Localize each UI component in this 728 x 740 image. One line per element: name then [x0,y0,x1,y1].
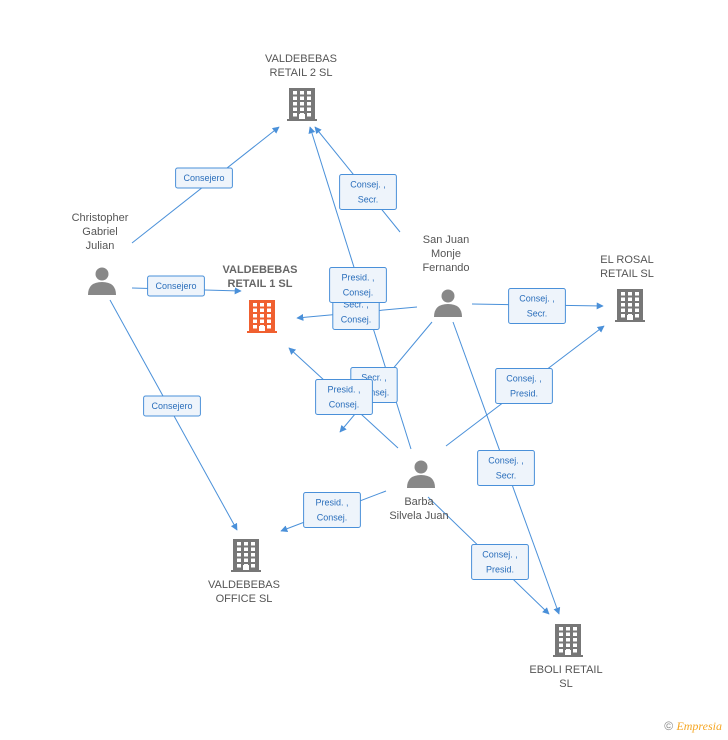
node-valdebebas2[interactable]: VALDEBEBAS RETAIL 2 SL [265,53,337,121]
node-label[interactable]: RETAIL 1 SL [228,278,293,290]
edge-label-text: Secr. [527,309,548,319]
node-label[interactable]: SL [559,678,572,690]
building-icon[interactable] [553,624,583,657]
edge-label[interactable]: Presid. , Consej. [329,267,387,303]
edge-label-text: Secr. [496,471,517,481]
edge-label[interactable]: Consej. , Presid. [471,544,529,580]
footer-brand: © Empresia [664,719,722,734]
edge-label-box[interactable] [175,167,233,189]
node-elrosal[interactable]: EL ROSAL RETAIL SL [600,254,654,322]
node-label[interactable]: VALDEBEBAS [208,579,280,591]
edge-label[interactable]: Consej. , Presid. [495,368,553,404]
node-label[interactable]: Christopher [72,212,129,224]
edge-label[interactable]: Consejero [143,395,201,417]
person-icon[interactable] [434,289,462,318]
edge-label-text: Presid. , [327,385,360,395]
edge-label[interactable]: Consejero [175,167,233,189]
node-label[interactable]: Monje [431,248,461,260]
building-icon[interactable] [287,88,317,121]
node-label[interactable]: EBOLI RETAIL [529,664,602,676]
building-icon[interactable] [247,300,277,333]
edge-label[interactable]: Presid. , Consej. [315,379,373,415]
node-label[interactable]: Julian [86,240,115,252]
node-label[interactable]: San Juan [423,234,469,246]
edge-label-text: Consej. , [482,550,518,560]
node-office[interactable]: VALDEBEBAS OFFICE SL [208,539,280,605]
edge-label-text: Consej. [359,388,390,398]
copyright-icon: © [664,719,674,733]
edge-label-box[interactable] [471,544,529,580]
node-label[interactable]: RETAIL SL [600,268,654,280]
node-label[interactable]: EL ROSAL [600,254,653,266]
edge-label-text: Consej. [329,400,360,410]
edge-label-text: Consejero [151,401,192,411]
node-label[interactable]: RETAIL 2 SL [270,67,333,79]
building-icon[interactable] [615,289,645,322]
edge-label-text: Consejero [183,173,224,183]
edge-label-text: Presid. , [341,273,374,283]
node-label[interactable]: Gabriel [82,226,117,238]
node-valdebebas1[interactable]: VALDEBEBAS RETAIL 1 SL [223,264,298,333]
node-label[interactable]: VALDEBEBAS [223,264,298,276]
node-label[interactable]: Fernando [422,262,469,274]
edge-label-text: Presid. , [315,498,348,508]
edge-label[interactable]: Consej. , Secr. [508,288,566,324]
node-label[interactable]: OFFICE SL [216,593,273,605]
edge-label-text: Consej. [343,288,374,298]
edge-label-text: Consej. , [519,294,555,304]
edge-label-text: Consej. , [488,456,524,466]
edge-label-text: Secr. [358,195,379,205]
edge-label-text: Consej. [317,513,348,523]
node-label[interactable]: Barba [404,496,434,508]
edge-label-box[interactable] [147,275,205,297]
edge-label-text: Secr. , [361,373,387,383]
building-icon[interactable] [231,539,261,572]
edge-label[interactable]: Secr. , Consej. [332,294,380,330]
edge-label-box[interactable] [495,368,553,404]
edge-label-box[interactable] [303,492,361,528]
edge-label-text: Consej. , [506,374,542,384]
edge-label-text: Consejero [155,281,196,291]
edge-label-text: Presid. [510,389,538,399]
edge-label[interactable]: Consej. , Secr. [339,174,397,210]
edge-label-text: Secr. , [343,300,369,310]
edge-label-box[interactable] [508,288,566,324]
edge-label-text: Presid. [486,565,514,575]
edge-label-box[interactable] [143,395,201,417]
edge-label-box[interactable] [329,267,387,303]
node-label[interactable]: VALDEBEBAS [265,53,337,65]
edge-label[interactable]: Consejero [147,275,205,297]
edge-label[interactable]: Consej. , Secr. [477,450,535,486]
node-eboli[interactable]: EBOLI RETAIL SL [529,624,603,690]
brand-logo: Empresia [676,719,722,733]
person-icon[interactable] [407,460,435,489]
edge-label-box[interactable] [339,174,397,210]
edge-label-box[interactable] [477,450,535,486]
edge-label-text: Consej. , [350,180,386,190]
person-icon[interactable] [88,267,116,296]
edge-label-box[interactable] [315,379,373,415]
edge-label[interactable]: Presid. , Consej. [303,492,361,528]
node-label[interactable]: Silvela Juan [389,510,448,522]
edge-label-text: Consej. [341,315,372,325]
